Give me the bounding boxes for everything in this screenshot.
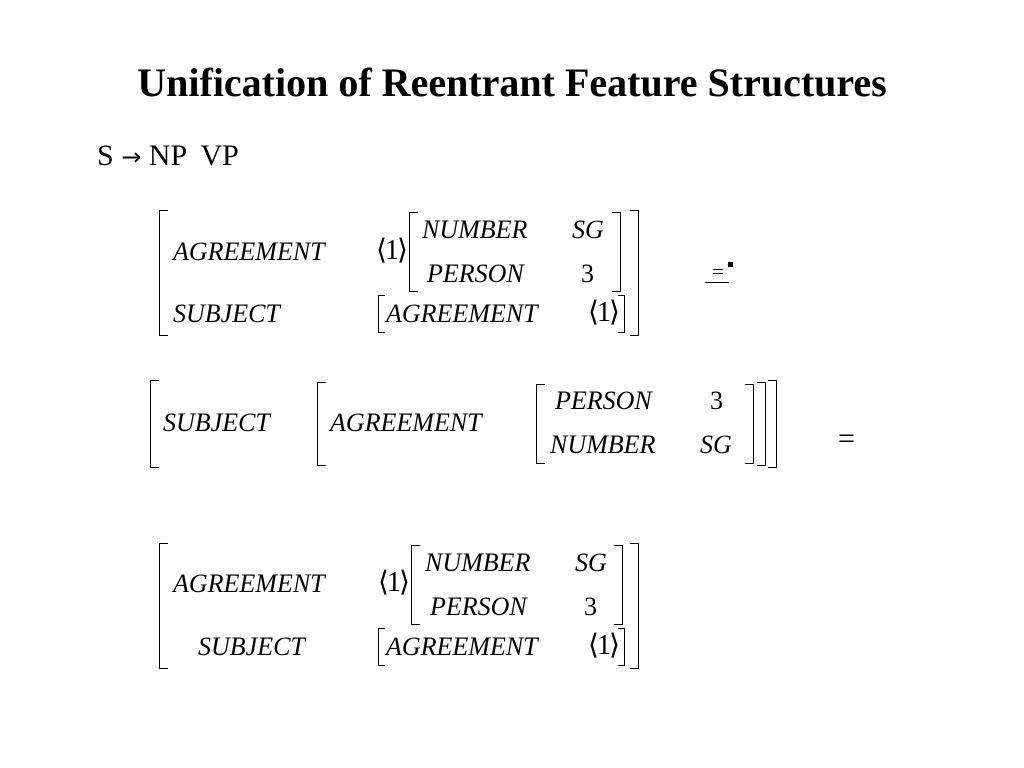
tag-1: ⟨1⟩ [376,235,408,266]
rule-rhs: NP VP [148,139,239,172]
grammar-rule: S → NP VP [97,138,239,175]
value-sg: SG [575,548,607,577]
feature-number: NUMBER [425,548,531,577]
subject-left-bracket [378,628,385,666]
feature-number: NUMBER [422,215,528,244]
outer-right-bracket [630,543,639,669]
outer-right-bracket [768,380,777,468]
subject-right-bracket [618,295,625,333]
feature-person: PERSON [555,386,652,415]
feature-agreement-sub: AGREEMENT [386,632,538,661]
feature-agreement: AGREEMENT [173,569,325,598]
outer-left-bracket [159,210,168,336]
feature-subject: SUBJECT [163,408,270,437]
value-3: 3 [710,386,723,415]
feature-agreement: AGREEMENT [330,408,482,437]
unification-icon [705,262,733,284]
feature-agreement: AGREEMENT [173,237,325,266]
middle-right-bracket [757,382,766,466]
feature-subject: SUBJECT [198,632,305,661]
tag-1-ref: ⟨1⟩ [588,630,620,661]
value-3: 3 [584,592,597,621]
outer-left-bracket [159,543,168,669]
arrow-icon: → [121,143,142,171]
inner-left-bracket [411,545,420,625]
inner-right-bracket [614,545,623,625]
subject-right-bracket [618,628,625,666]
inner-left-bracket [409,212,418,292]
feature-agreement-sub: AGREEMENT [386,299,538,328]
outer-left-bracket [150,380,159,468]
tag-1-ref: ⟨1⟩ [588,297,620,328]
subject-left-bracket [378,295,385,333]
middle-left-bracket [317,382,326,466]
rule-lhs: S [97,139,114,172]
slide-title: Unification of Reentrant Feature Structu… [137,60,887,105]
feature-person: PERSON [427,259,524,288]
equals-sign: = [838,422,855,455]
inner-right-bracket [745,384,754,464]
value-3: 3 [581,259,594,288]
outer-right-bracket [630,210,639,336]
value-sg: SG [700,430,732,459]
inner-left-bracket [536,384,545,464]
feature-person: PERSON [430,592,527,621]
feature-number: NUMBER [550,430,656,459]
inner-right-bracket [612,212,621,292]
feature-subject: SUBJECT [173,299,280,328]
value-sg: SG [572,215,604,244]
tag-1: ⟨1⟩ [378,567,410,598]
